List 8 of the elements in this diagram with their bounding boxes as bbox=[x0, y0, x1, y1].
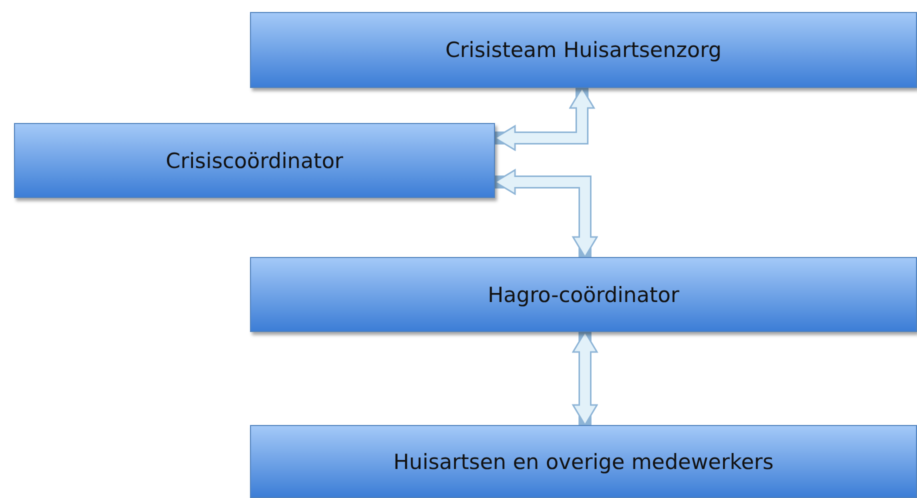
process-box bbox=[14, 123, 495, 198]
box-label: Hagro-coördinator bbox=[488, 282, 680, 306]
box-label: Crisiscoördinator bbox=[166, 148, 344, 172]
box-label: Crisisteam Huisartsenzorg bbox=[445, 38, 722, 62]
process-box bbox=[250, 425, 917, 498]
box-label: Huisartsen en overige medewerkers bbox=[393, 450, 774, 474]
process-box bbox=[250, 257, 917, 332]
process-box bbox=[250, 12, 917, 88]
